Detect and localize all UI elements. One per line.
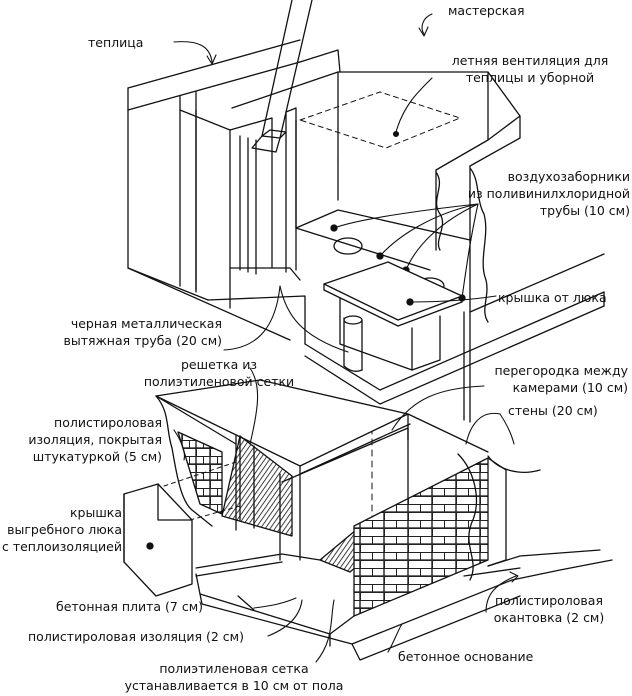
label-mesh-note: полиэтиленовая сетка устанавливается в 1… <box>124 661 344 693</box>
leader-lines <box>173 13 519 663</box>
label-foam-insulation: полистироловая изоляция, покрытая штукат… <box>28 415 162 464</box>
label-walls: стены (20 см) <box>508 403 598 418</box>
label-grate: решетка из полиэтиленовой сетки <box>143 357 295 389</box>
label-foam-edging: полистироловая окантовка (2 см) <box>493 593 605 625</box>
exhaust-pipe <box>343 315 363 372</box>
assembly-lines <box>163 461 241 521</box>
pit-lid-shape <box>123 483 193 597</box>
break-line-lower-right <box>457 453 478 581</box>
label-hatch-lid: крышка от люка <box>498 290 607 305</box>
label-air-intakes: воздухозаборники из поливинилхлоридной т… <box>467 169 630 218</box>
label-concrete-base: бетонное основание <box>398 649 534 664</box>
label-exhaust-pipe: черная металлическая вытяжная труба (20 … <box>63 316 222 348</box>
break-line-right <box>469 167 489 323</box>
label-workshop: мастерская <box>448 3 525 18</box>
label-foam-insulation-2: полистироловая изоляция (2 см) <box>28 629 244 644</box>
support-pipe <box>463 311 471 423</box>
label-pit-lid: крышка выгребного люка с теплоизоляцией <box>1 505 122 554</box>
building-upper <box>127 0 605 405</box>
label-concrete-slab: бетонная плита (7 см) <box>56 599 204 614</box>
hatch-lid <box>323 261 463 371</box>
break-line-edge <box>487 455 541 473</box>
label-summer-vent: летняя вентиляция для теплицы и уборной <box>451 53 609 85</box>
label-greenhouse: теплица <box>88 35 144 50</box>
lower-chamber <box>155 379 613 661</box>
label-partition: перегородка между камерами (10 см) <box>494 363 628 395</box>
break-line-upper <box>435 171 444 251</box>
